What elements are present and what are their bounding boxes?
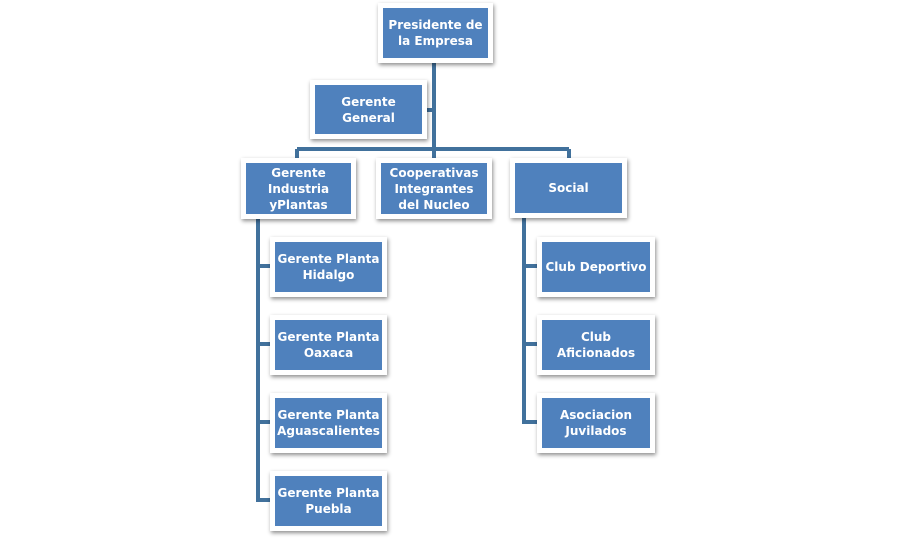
node-planta-hidalgo-label: Gerente Planta Hidalgo — [277, 252, 380, 282]
node-cooperativas: Cooperativas Integrantes del Nucleo — [376, 158, 492, 219]
node-asociacion-juvilados-label: Asociacion Juvilados — [559, 408, 632, 438]
node-club-deportivo: Club Deportivo — [537, 237, 655, 297]
node-planta-hidalgo: Gerente Planta Hidalgo — [270, 237, 387, 297]
node-club-aficionados-label: Club Aficionados — [556, 330, 636, 360]
node-asociacion-juvilados: Asociacion Juvilados — [537, 393, 655, 453]
node-planta-puebla: Gerente Planta Puebla — [270, 471, 387, 531]
node-planta-oaxaca-label: Gerente Planta Oaxaca — [277, 330, 380, 360]
node-president: Presidente de la Empresa — [378, 3, 493, 63]
node-general-manager: Gerente General — [310, 80, 427, 139]
node-president-label: Presidente de la Empresa — [388, 18, 483, 48]
node-general-manager-label: Gerente General — [341, 94, 396, 125]
node-gerente-industria-label: Gerente Industria yPlantas — [267, 165, 330, 212]
node-gerente-industria: Gerente Industria yPlantas — [241, 158, 356, 219]
node-club-deportivo-label: Club Deportivo — [545, 260, 647, 274]
node-social-label: Social — [548, 181, 589, 195]
node-planta-oaxaca: Gerente Planta Oaxaca — [270, 315, 387, 375]
node-social: Social — [510, 158, 627, 218]
node-planta-aguascalientes: Gerente Planta Aguascalientes — [270, 393, 387, 453]
node-club-aficionados: Club Aficionados — [537, 315, 655, 375]
node-cooperativas-label: Cooperativas Integrantes del Nucleo — [389, 165, 479, 212]
node-planta-aguascalientes-label: Gerente Planta Aguascalientes — [277, 408, 380, 438]
node-planta-puebla-label: Gerente Planta Puebla — [277, 486, 380, 516]
